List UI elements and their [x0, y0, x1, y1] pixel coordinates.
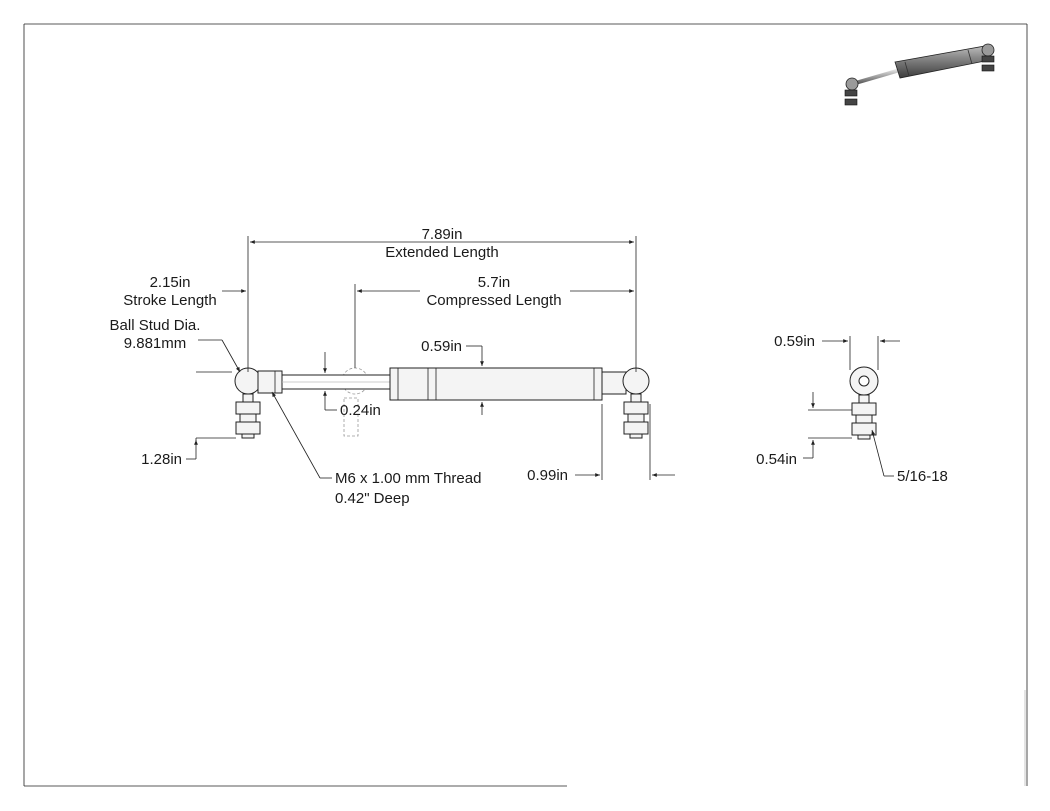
dim-body-diameter: 0.59in: [421, 338, 484, 415]
isometric-thumbnail: [844, 43, 995, 106]
thread-depth: 0.42" Deep: [335, 490, 410, 507]
left-nut-2: [235, 421, 261, 435]
drawing-frame: [23, 23, 1028, 787]
dim-end-fitting: 0.99in: [527, 404, 675, 484]
right-nut-1: [623, 401, 649, 415]
left-nut-1: [235, 401, 261, 415]
cylinder-body: [389, 367, 603, 401]
gas-spring-side-view: [234, 367, 650, 439]
right-end-fitting: [601, 371, 627, 395]
ball-stud-label: Ball Stud Dia.: [110, 317, 201, 334]
dim-ball-stud: Ball Stud Dia. 9.881mm: [110, 317, 241, 373]
stroke-length-value: 2.15in: [150, 274, 191, 291]
thread-callout: M6 x 1.00 mm Thread 0.42" Deep: [271, 391, 481, 507]
end-view-thread-value: 5/16-18: [897, 468, 948, 485]
dim-stroke-length: 2.15in Stroke Length: [123, 274, 247, 309]
ball-stud-value: 9.881mm: [124, 335, 187, 352]
compressed-length-label: Compressed Length: [426, 292, 561, 309]
dim-stud-height: 1.28in: [141, 437, 236, 468]
compressed-length-value: 5.7in: [478, 274, 511, 291]
end-view-width-value: 0.59in: [774, 333, 815, 350]
dim-rod-diameter: 0.24in: [323, 352, 381, 419]
dim-extended-length: 7.89in Extended Length: [247, 226, 637, 372]
rod-diameter-value: 0.24in: [340, 402, 381, 419]
right-nut-2: [623, 421, 649, 435]
thread-spec: M6 x 1.00 mm Thread: [335, 470, 481, 487]
end-view-height-value: 0.54in: [756, 451, 797, 468]
body-diameter-value: 0.59in: [421, 338, 462, 355]
left-end-fitting: [257, 370, 283, 394]
extended-length-label: Extended Length: [385, 244, 498, 261]
stroke-length-label: Stroke Length: [123, 292, 216, 309]
end-fitting-value: 0.99in: [527, 467, 568, 484]
dim-compressed-length: 5.7in Compressed Length: [354, 274, 634, 368]
end-view: 0.59in 0.54in 5/16-18: [756, 333, 948, 485]
stud-height-value: 1.28in: [141, 451, 182, 468]
extended-length-value: 7.89in: [422, 226, 463, 243]
